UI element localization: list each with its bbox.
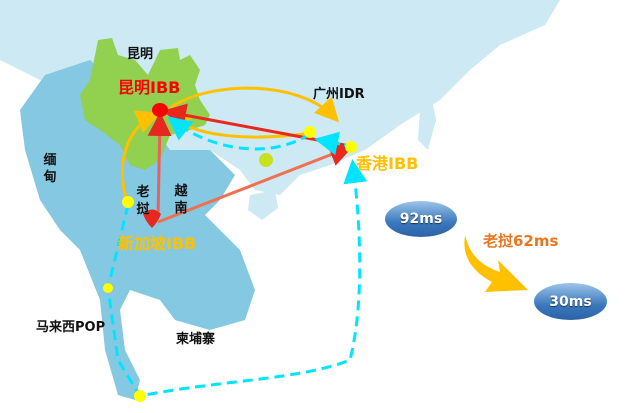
south-node xyxy=(134,390,146,402)
yunnan-region xyxy=(80,38,210,170)
latency-before-badge: 92ms xyxy=(385,201,457,237)
latency-reduction-arrow xyxy=(464,235,528,292)
label-kunming: 昆明 xyxy=(127,47,154,62)
route-red-singapore-kunming xyxy=(147,112,172,219)
laos-node xyxy=(122,196,134,208)
peninsula-region xyxy=(20,60,255,400)
route-red-singapore-hk xyxy=(157,143,354,224)
route-kunming-guangzhou-orange xyxy=(169,86,340,123)
node-label-singapore-ibb: 新加坡IBB xyxy=(118,234,197,253)
hainan xyxy=(248,190,278,220)
label-guangzhou-idr: 广州IDR xyxy=(313,87,365,102)
label-cambodia: 柬埔寨 xyxy=(176,332,216,347)
route-laos-kunming-orange xyxy=(120,110,161,199)
label-vietnam: 越南 xyxy=(174,184,188,216)
route-cyan-guangzhou-kunming xyxy=(167,116,311,151)
label-laos: 老挝 xyxy=(136,185,150,217)
label-malaysia-pop: 马来西POP xyxy=(36,320,106,335)
latency-after-badge: 30ms xyxy=(534,283,607,320)
latency-saving-label: 老挝62ms xyxy=(483,232,559,250)
hongkong-node xyxy=(345,141,357,153)
hanoi-node xyxy=(259,153,273,167)
route-cyan-south-loop xyxy=(106,159,368,398)
label-myanmar: 缅甸 xyxy=(43,153,57,185)
node-label-hongkong-ibb: 香港IBB xyxy=(356,154,419,173)
taiwan xyxy=(418,100,436,150)
kunming-node xyxy=(152,103,168,117)
route-cyan-hk-guangzhou xyxy=(314,131,351,156)
malaysia-node xyxy=(103,283,113,293)
singapore-marker xyxy=(143,209,161,228)
node-label-kunming-ibb: 昆明IBB xyxy=(118,78,181,97)
guangzhou-node xyxy=(304,126,316,138)
